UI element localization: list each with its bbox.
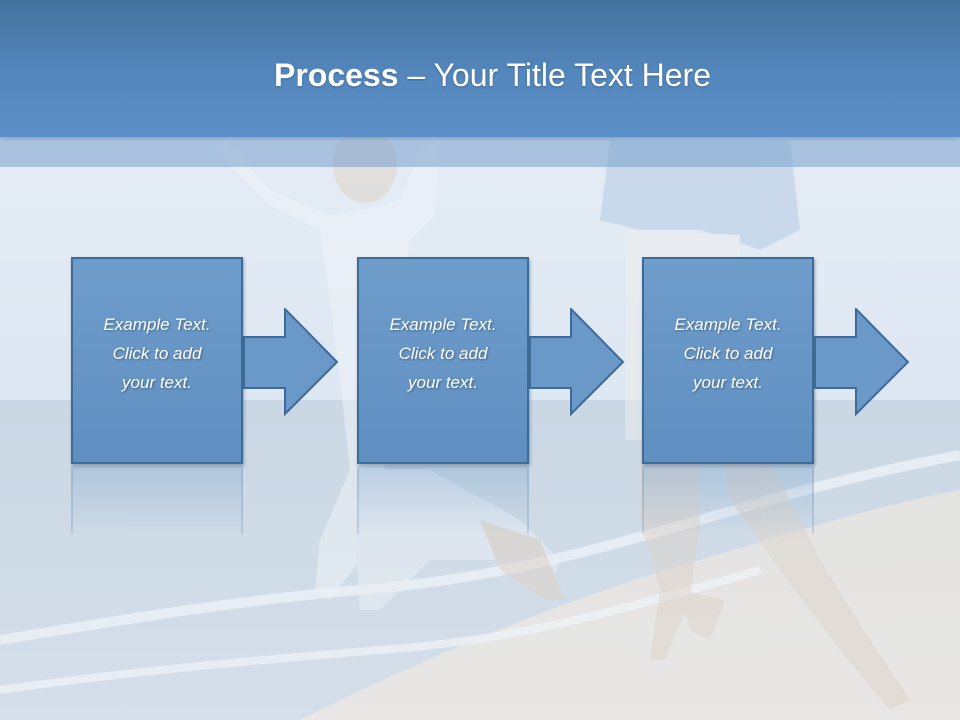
process-step-1: Example Text. Click to add your text. [71, 257, 243, 534]
right-arrow-icon[interactable] [814, 308, 910, 416]
title-rest-part: – Your Title Text Here [398, 57, 711, 93]
right-arrow-icon[interactable] [529, 308, 625, 416]
step-box[interactable]: Example Text. Click to add your text. [357, 257, 529, 464]
step-text[interactable]: Example Text. Click to add your text. [389, 315, 497, 392]
step-text[interactable]: Example Text. Click to add your text. [103, 315, 211, 392]
step-reflection [71, 466, 243, 534]
process-step-3: Example Text. Click to add your text. [642, 257, 814, 534]
process-step-2: Example Text. Click to add your text. [357, 257, 529, 534]
step-reflection [357, 466, 529, 534]
step-box[interactable]: Example Text. Click to add your text. [642, 257, 814, 464]
title-bold-part: Process [273, 57, 399, 93]
banner-translucent-strip [0, 137, 960, 167]
step-box[interactable]: Example Text. Click to add your text. [71, 257, 243, 464]
step-text[interactable]: Example Text. Click to add your text. [674, 315, 782, 392]
title-banner: Process – Your Title Text Here [0, 0, 960, 137]
right-arrow-icon[interactable] [243, 308, 339, 416]
step-reflection [642, 466, 814, 534]
slide-title[interactable]: Process – Your Title Text Here [0, 52, 960, 98]
